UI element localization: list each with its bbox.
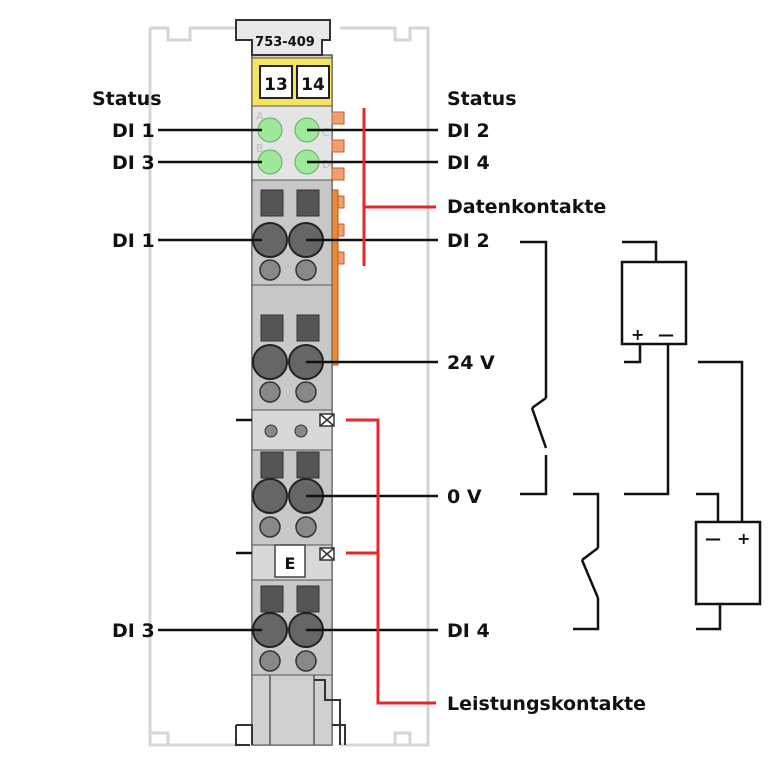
carrier-outline xyxy=(148,26,430,747)
marker-13 xyxy=(259,65,293,99)
di4-led-label: DI 4 xyxy=(447,152,490,174)
battery-bottom-plus: + xyxy=(737,529,750,548)
di4-terminal-label: DI 4 xyxy=(447,620,490,642)
leistungskontakte-label: Leistungskontakte xyxy=(447,693,646,715)
terminal-block-4 xyxy=(251,579,333,676)
terminal-block-1 xyxy=(251,179,333,286)
battery-bottom-minus: — xyxy=(705,529,721,548)
marker-14-text: 14 xyxy=(301,75,325,95)
datenkontakte-label: Datenkontakte xyxy=(447,196,606,218)
terminal-block-3 xyxy=(251,449,333,546)
datenkontakte-bracket xyxy=(362,108,436,266)
battery-top-plus: + xyxy=(631,325,644,344)
module-top-clip xyxy=(235,19,331,56)
led-letter-b: B xyxy=(256,142,264,155)
leader-lines xyxy=(158,128,438,632)
status-right-label: Status xyxy=(447,88,517,110)
v0-label: 0 V xyxy=(447,486,482,508)
switch-1-open xyxy=(531,396,547,410)
di2-terminal-label: DI 2 xyxy=(447,230,490,252)
e-label: E xyxy=(285,554,296,573)
di1-terminal-label: DI 1 xyxy=(112,230,155,252)
di1-led-label: DI 1 xyxy=(112,120,155,142)
marker-14 xyxy=(296,65,330,99)
part-number: 753-409 xyxy=(255,35,315,50)
marker-13-text: 13 xyxy=(264,75,288,95)
external-wiring xyxy=(520,240,762,631)
led-letter-d: D xyxy=(322,158,330,171)
battery-top-minus: — xyxy=(658,325,674,344)
di3-terminal-label: DI 3 xyxy=(112,620,155,642)
battery-bottom xyxy=(694,520,762,606)
module-bottom-release xyxy=(235,674,346,746)
led-letter-c: C xyxy=(322,126,330,139)
led-letter-a: A xyxy=(256,110,264,123)
power-contact-row-1 xyxy=(251,409,335,451)
leistungskontakte-bracket xyxy=(346,418,436,705)
v24-label: 24 V xyxy=(447,352,495,374)
terminal-block-2 xyxy=(251,284,333,411)
power-contact-row-2 xyxy=(251,544,335,581)
battery-top xyxy=(620,260,688,346)
di3-led-label: DI 3 xyxy=(112,152,155,174)
di2-led-label: DI 2 xyxy=(447,120,490,142)
status-left-label: Status xyxy=(92,88,162,110)
